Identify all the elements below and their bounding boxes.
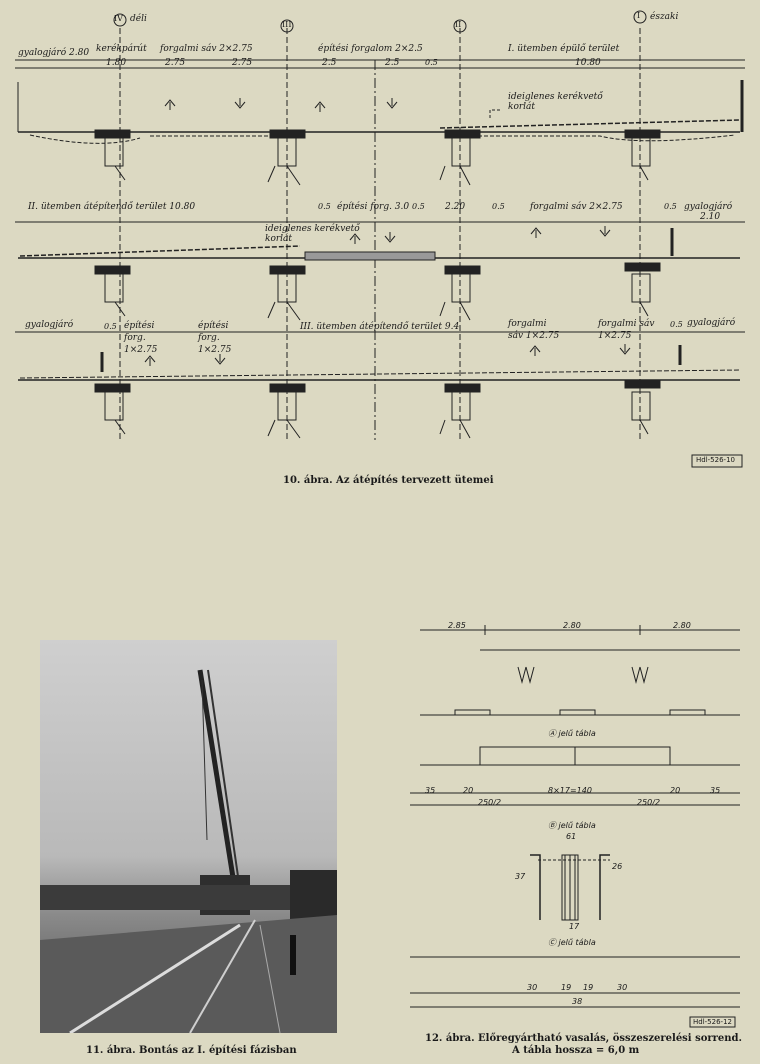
r2-sidewalk: gyalogjáró (684, 202, 733, 212)
fig10-ref: Hdl-526-10 (696, 456, 735, 464)
r3-sidewalk: gyalogjáró (25, 320, 74, 330)
demolition-photo (40, 640, 337, 1033)
r1-dim-3: 2.5 (322, 58, 337, 68)
south-label: déli (130, 14, 147, 24)
fig12-width-17: 17 (569, 922, 580, 931)
fig10-caption: 10. ábra. Az átépítés tervezett ütemei (283, 475, 494, 486)
fig12-half-1: 250/2 (478, 798, 502, 807)
fig12-bottom-dim-2: 19 (561, 983, 572, 992)
r2-dim-4: 0.5 (492, 202, 505, 211)
fig12-bottom-38: 38 (572, 997, 583, 1006)
r3-lane-2: forgalmi sáv 1×2.75 (598, 319, 655, 341)
pier-3-label: III (282, 20, 292, 29)
fig12-bottom-dim-4: 30 (617, 983, 628, 992)
fig12-top-dim-1: 2.85 (448, 621, 466, 630)
fig12-mid-dim-4: 20 (670, 786, 681, 795)
r1-dim-4: 2.5 (385, 58, 400, 68)
fig12-bottom-dim-1: 30 (527, 983, 538, 992)
fig10-drawing (15, 10, 745, 468)
r3-lane-1: forgalmi sáv 1×2.75 (508, 319, 560, 341)
r2-area: II. ütemben átépítendő terület 10.80 (28, 202, 196, 212)
r3-construction-1: építési forg. 1×2.75 (124, 321, 158, 355)
fig12-mid-dim-3: 8×17=140 (548, 786, 592, 795)
r2-construction: építési forg. 3.0 (337, 202, 410, 212)
r1-dim-2: 2.75 (232, 58, 253, 68)
r2-dim-5: 0.5 (664, 202, 677, 211)
fig12-height-2: 26 (612, 862, 623, 871)
r1-barrier: ideiglenes kerékvető korlát (508, 92, 603, 112)
r2-dim-2: 0.5 (412, 202, 425, 211)
fig12-width-61: 61 (566, 832, 577, 841)
r1-dim-1: 2.75 (165, 58, 186, 68)
r1-bike-width: 1.80 (106, 58, 127, 68)
r2-barrier: ideiglenes kerékvető korlát (265, 224, 360, 244)
pier-4-label: IV (114, 14, 123, 23)
r2-sidewalk-width: 2.10 (700, 212, 721, 222)
panel-a-label: Ⓐ jelű tábla (548, 729, 596, 738)
fig12-half-2: 250/2 (637, 798, 661, 807)
fig12-caption-1: 12. ábra. Előregyártható vasalás, összes… (425, 1033, 743, 1044)
fig12-height-1: 37 (515, 872, 526, 881)
pier-2-label: II (455, 20, 462, 29)
north-label: északi (650, 12, 679, 22)
photo-scene (40, 669, 337, 1033)
r1-dim-5: 0.5 (425, 58, 438, 67)
panel-c-label: Ⓒ jelű tábla (548, 938, 596, 947)
r3-sidewalk-2: gyalogjáró (687, 318, 736, 328)
r2-lanes: forgalmi sáv 2×2.75 (530, 202, 623, 212)
panel-b-label: Ⓑ jelű tábla (548, 821, 596, 830)
fig12-caption-2: A tábla hossza = 6,0 m (512, 1045, 640, 1056)
r1-sidewalk: gyalogjáró 2.80 (18, 48, 90, 58)
fig12-top-dim-3: 2.80 (673, 621, 691, 630)
fig12-ref: Hdl-526-12 (693, 1018, 732, 1026)
fig12-mid-dim-2: 20 (463, 786, 474, 795)
r1-bike: kerékpárút (96, 44, 147, 54)
r2-dim-3: 2.20 (445, 202, 466, 212)
r1-lanes: forgalmi sáv 2×2.75 (160, 44, 253, 54)
r1-area: I. ütemben épülő terület (508, 44, 620, 54)
pier-1-label: I (637, 11, 641, 20)
fig12-top-dim-2: 2.80 (563, 621, 581, 630)
fig12-drawing (410, 625, 740, 1028)
r3-dim-2: 0.5 (670, 320, 683, 329)
r1-area-width: 10.80 (575, 58, 601, 68)
r2-dim-1: 0.5 (318, 202, 331, 211)
fig12-mid-dim-1: 35 (425, 786, 436, 795)
fig12-bottom-dim-3: 19 (583, 983, 594, 992)
r1-construction: építési forgalom 2×2.5 (318, 44, 423, 54)
r3-construction-2: építési forg. 1×2.75 (198, 321, 232, 355)
r3-dim-1: 0.5 (104, 322, 117, 331)
r3-area: III. ütemben átépítendő terület 9.4 (300, 322, 460, 332)
fig11-caption: 11. ábra. Bontás az I. építési fázisban (86, 1045, 297, 1056)
fig12-mid-dim-5: 35 (710, 786, 721, 795)
